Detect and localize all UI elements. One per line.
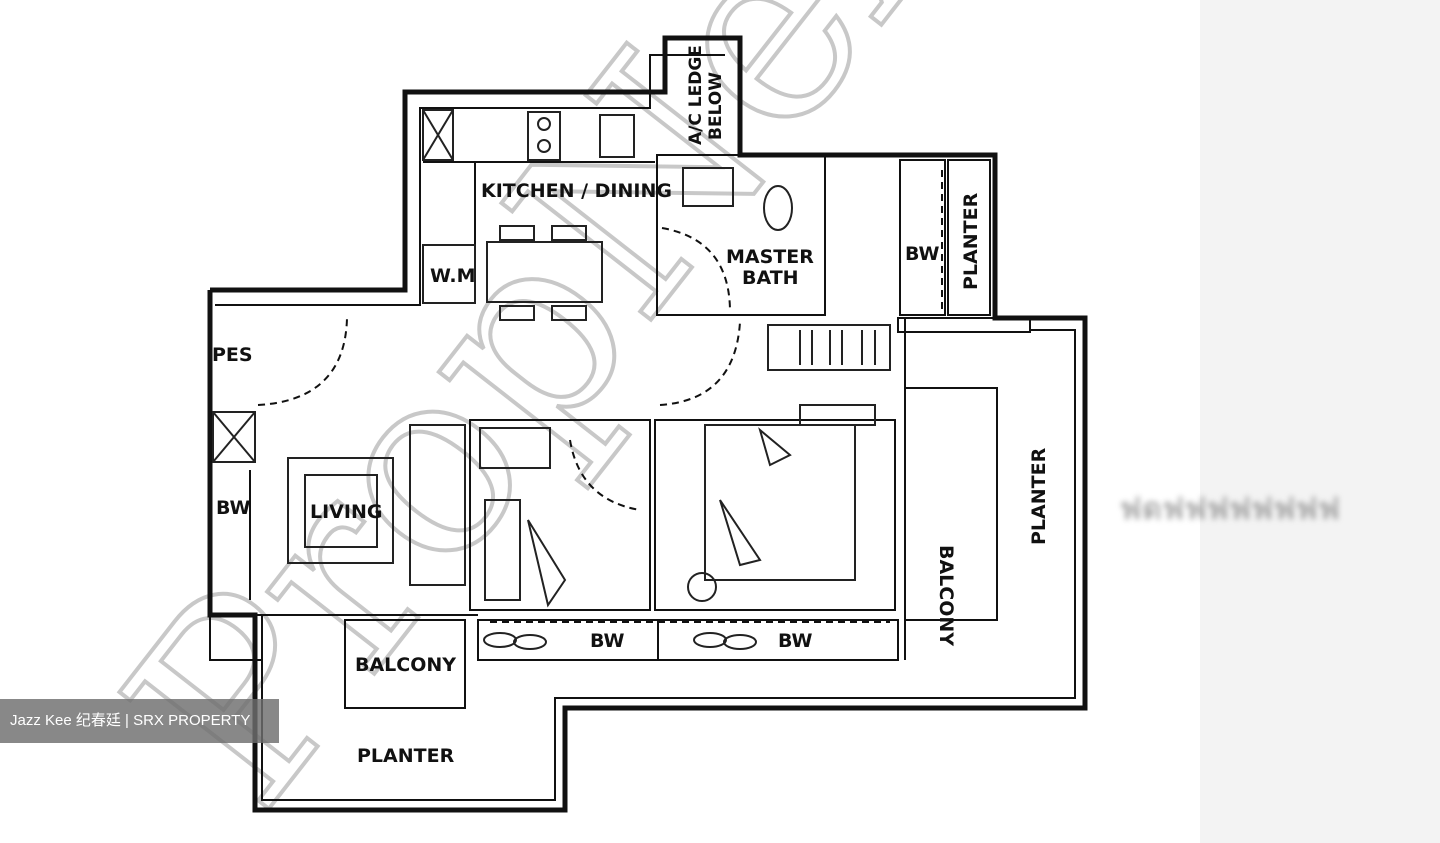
bw-bottom-strip xyxy=(477,619,899,661)
kitchen-dining-label: KITCHEN / DINING xyxy=(481,180,672,202)
bedroom-door-swing xyxy=(659,321,741,406)
round-table-icon xyxy=(687,572,717,602)
headboard xyxy=(799,404,876,426)
chair-icon xyxy=(499,305,535,321)
ac-ledge-below-label: BELOW xyxy=(706,72,726,140)
wm-label: W.M xyxy=(430,265,476,287)
living-rug xyxy=(287,457,394,564)
bath-door-swing xyxy=(661,227,731,313)
planter-top-box xyxy=(947,159,991,316)
wardrobe-2 xyxy=(479,427,551,469)
master-bedroom xyxy=(654,404,896,611)
planter-bottom-label: PLANTER xyxy=(357,745,455,767)
pes-label: PES xyxy=(212,344,253,366)
blurred-caption: ฟดฟฟฟฟฟฟฟฟ xyxy=(1120,492,1341,527)
planter-right-label: PLANTER xyxy=(1028,447,1050,545)
basin-icon xyxy=(682,167,734,207)
desk xyxy=(484,499,521,601)
planter-top-label: PLANTER xyxy=(960,192,982,290)
balcony-bottom-box xyxy=(344,619,466,709)
master-bath xyxy=(656,154,826,316)
bw-top-box xyxy=(899,159,946,316)
bath-label: BATH xyxy=(742,267,799,289)
sofa xyxy=(409,424,466,586)
bw-top-label: BW xyxy=(905,243,939,265)
bw-bottom-label-2: BW xyxy=(778,630,812,652)
shaft-icon xyxy=(212,411,256,463)
outer-wall-inner xyxy=(215,54,725,306)
balcony-right-label: BALCONY xyxy=(935,545,957,646)
ac-ledge-label: A/C LEDGE xyxy=(686,45,706,145)
balcony-bottom-label: BALCONY xyxy=(355,654,456,676)
credit-banner: Jazz Kee 纪春廷 | SRX PROPERTY xyxy=(0,699,279,743)
living-label: LIVING xyxy=(310,501,382,523)
bed xyxy=(704,424,856,581)
toilet-icon xyxy=(763,185,793,231)
master-label: MASTER xyxy=(726,246,814,268)
chair-icon xyxy=(551,305,587,321)
wardrobe xyxy=(767,324,891,371)
bw-bottom-label-1: BW xyxy=(590,630,624,652)
bedroom-2 xyxy=(469,419,651,611)
stove-icon xyxy=(527,111,561,161)
fridge-icon xyxy=(422,109,454,161)
kitchen xyxy=(422,109,655,321)
sink-icon xyxy=(599,114,635,158)
dining-table xyxy=(486,241,603,303)
background-band xyxy=(1200,0,1440,843)
washing-machine-box xyxy=(422,244,476,304)
chair-icon xyxy=(551,225,587,241)
bw-left-label: BW xyxy=(216,497,250,519)
outer-wall-inner-bottom xyxy=(261,329,1076,801)
chair-icon xyxy=(499,225,535,241)
entry-door-swing xyxy=(257,317,348,406)
